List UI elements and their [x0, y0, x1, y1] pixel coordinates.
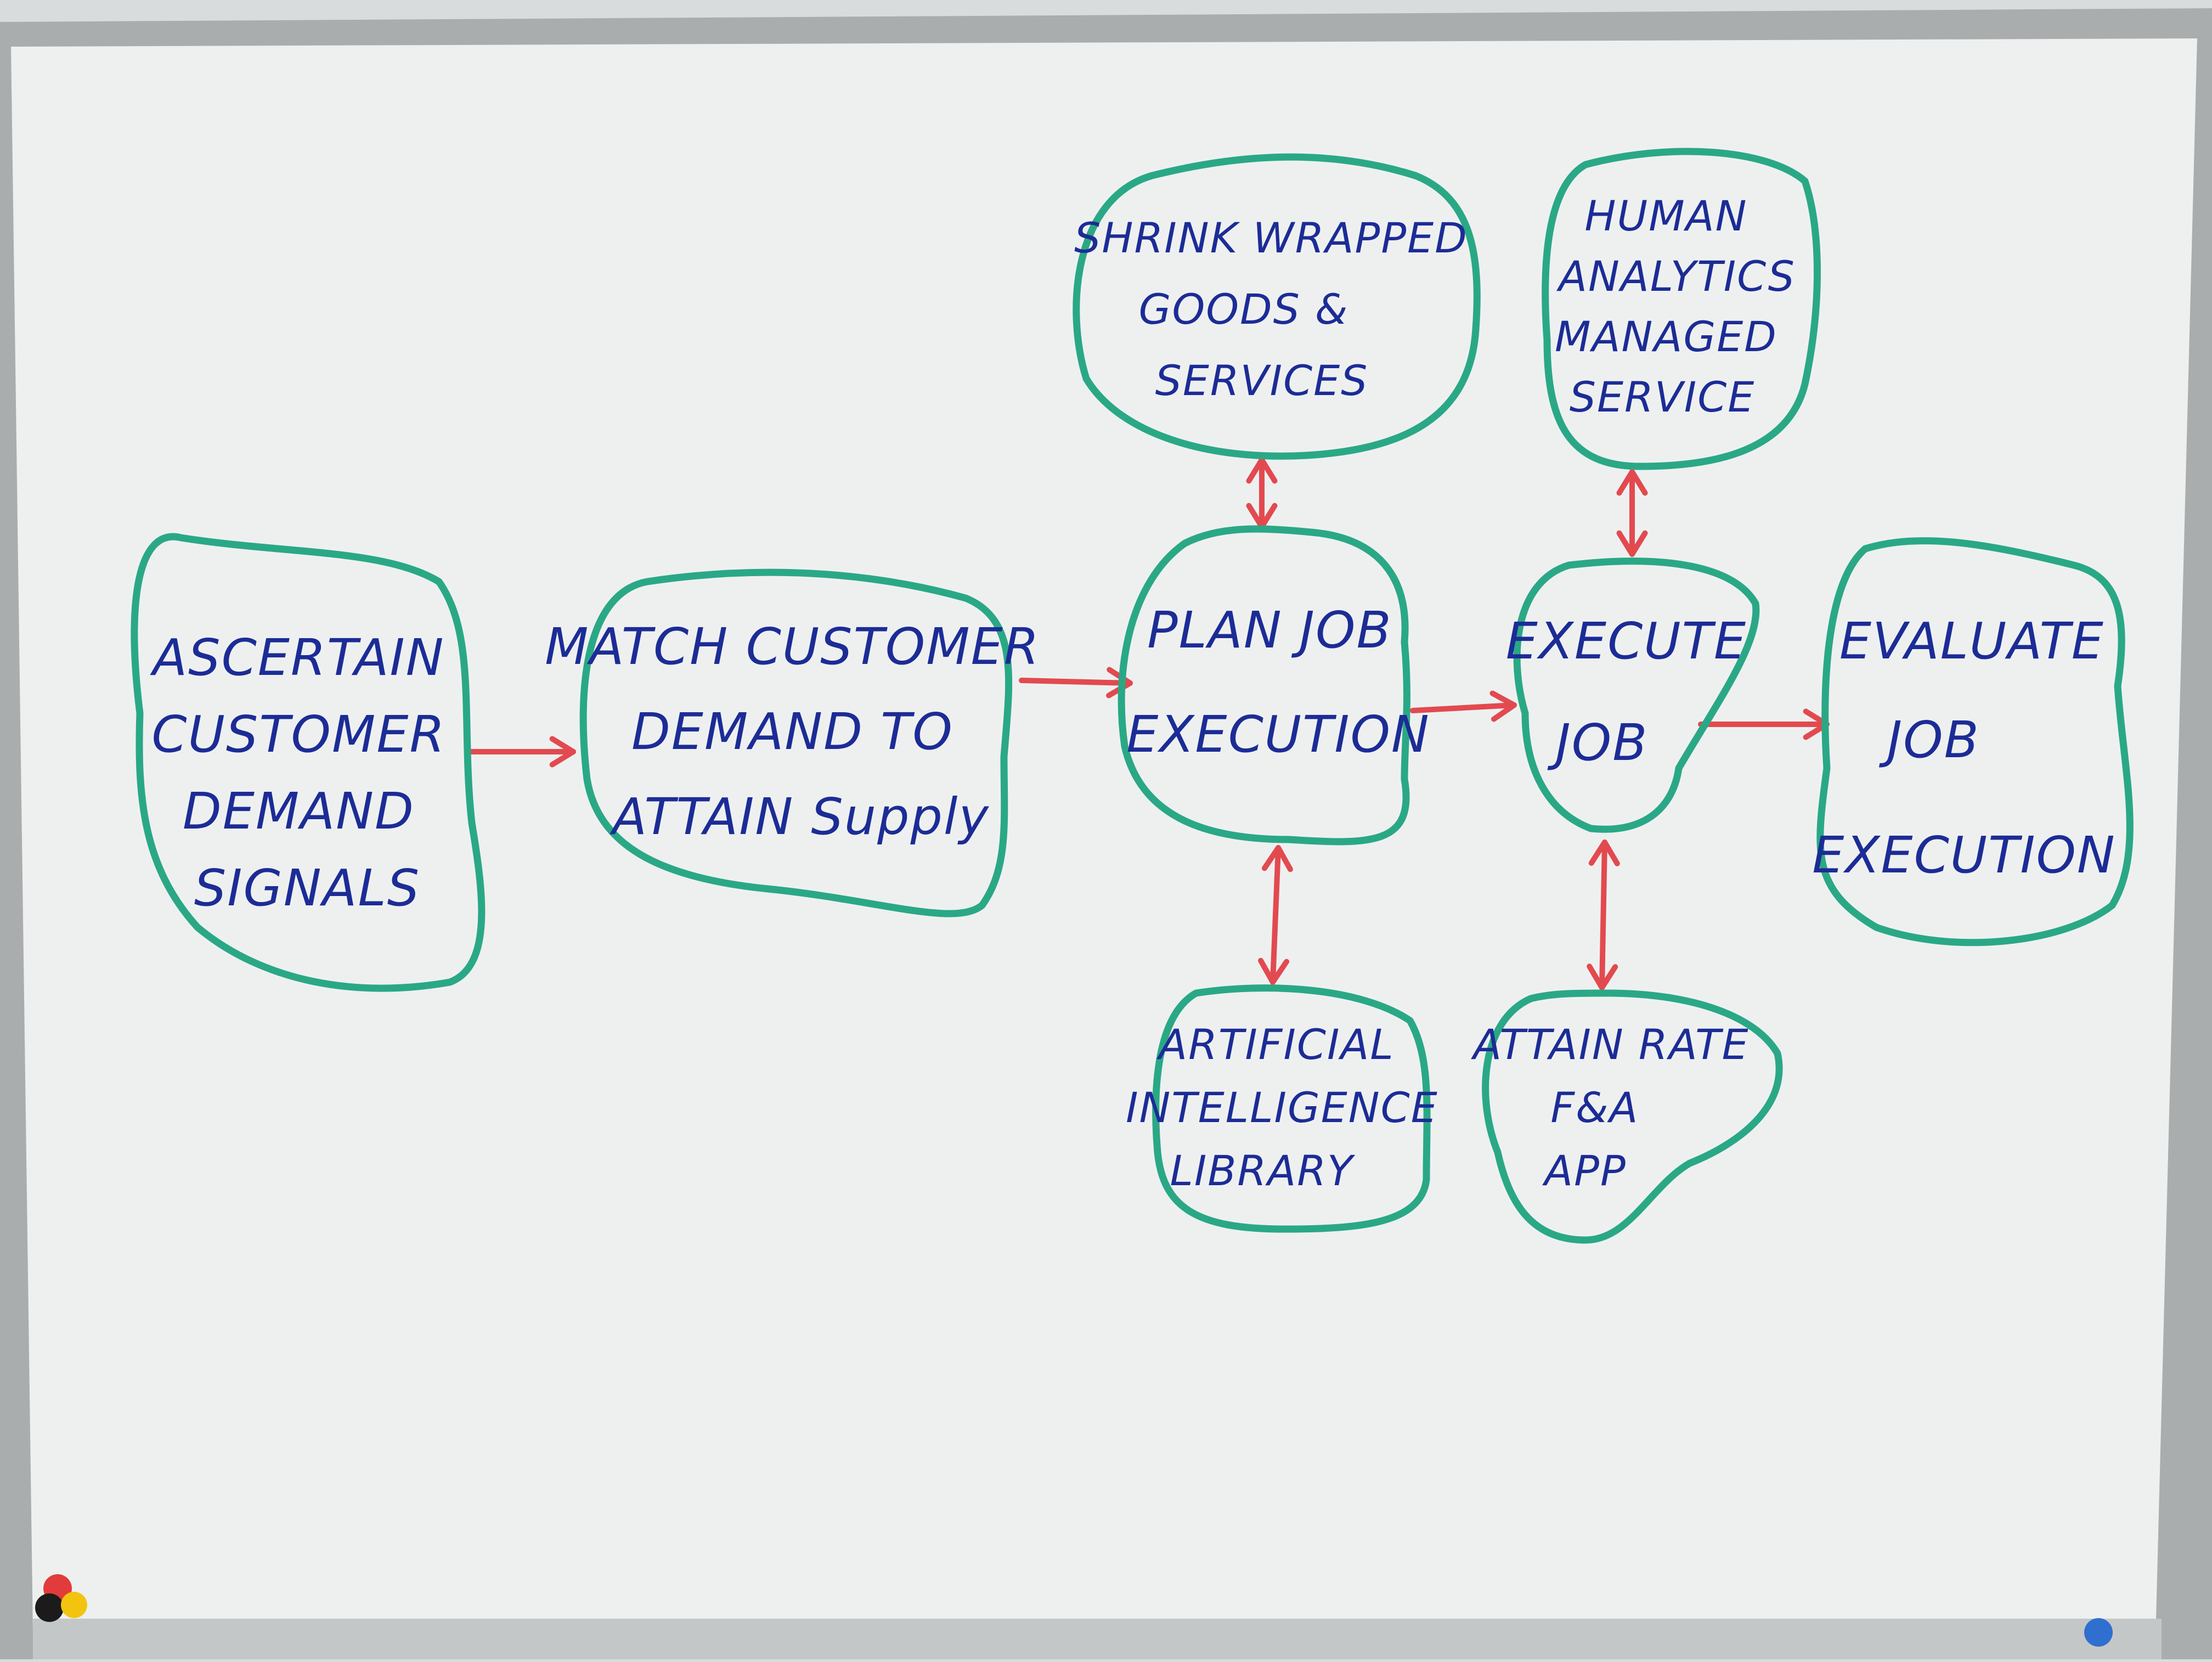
edge-execute-attain	[1599, 840, 1607, 990]
arrowhead-plan	[1106, 667, 1133, 698]
nodes-layer: ASCERTAIN CUSTOMER DEMAND SIGNALS MATCH …	[131, 148, 2134, 1244]
node-human-outline	[1542, 148, 1821, 470]
node-human: HUMAN ANALYTICS MANAGED SERVICE	[1542, 148, 1821, 470]
node-ascertain-outline	[131, 533, 486, 992]
node-ai-text: ARTIFICIAL INTELLIGENCE LIBRARY	[1126, 1020, 1453, 1195]
node-shrink-outline	[1073, 153, 1481, 460]
node-match-text: MATCH CUSTOMER DEMAND TO ATTAIN Supply	[545, 617, 1057, 846]
arrowhead-execute	[1616, 530, 1648, 557]
node-attain-outline	[1482, 989, 1783, 1244]
arrowhead-plan	[1261, 845, 1293, 872]
arrowhead-human	[1616, 469, 1648, 496]
node-evaluate-outline	[1816, 537, 2134, 947]
node-evaluate: EVALUATE JOB EXECUTION	[1812, 537, 2134, 947]
node-execute-text: EXECUTE JOB	[1506, 612, 1764, 772]
node-human-text: HUMAN ANALYTICS MANAGED SERVICE	[1555, 191, 1810, 421]
node-attain-text: ATTAIN RATE F&A APP	[1470, 1020, 1764, 1195]
node-shrink: SHRINK WRAPPED GOODS & SERVICES	[1073, 153, 1482, 460]
node-evaluate-text: EVALUATE JOB EXECUTION	[1812, 612, 2121, 884]
arrowhead-match	[549, 736, 576, 768]
magnets	[35, 1574, 2113, 1647]
node-ascertain: ASCERTAIN CUSTOMER DEMAND SIGNALS	[131, 533, 486, 992]
magnet-yellow	[61, 1592, 87, 1618]
edge-match-plan	[1019, 678, 1133, 686]
node-execute-outline	[1513, 557, 1760, 833]
node-match-outline	[579, 568, 1013, 917]
node-shrink-text: SHRINK WRAPPED GOODS & SERVICES	[1074, 213, 1482, 405]
node-ascertain-text: ASCERTAIN CUSTOMER DEMAND SIGNALS	[150, 628, 462, 917]
edge-plan-execute	[1410, 702, 1517, 713]
node-attain: ATTAIN RATE F&A APP	[1470, 989, 1783, 1244]
edge-plan-ai	[1270, 845, 1281, 985]
node-execute: EXECUTE JOB	[1506, 557, 1764, 833]
whiteboard-surface	[11, 38, 2197, 1632]
node-ai-outline	[1152, 984, 1431, 1233]
node-plan-outline	[1118, 525, 1410, 846]
node-plan-text: PLAN JOB EXECUTION	[1126, 601, 1430, 764]
magnet-blue	[2084, 1618, 2113, 1647]
arrowhead-ai	[1258, 957, 1290, 985]
node-ai: ARTIFICIAL INTELLIGENCE LIBRARY	[1126, 984, 1453, 1233]
node-match: MATCH CUSTOMER DEMAND TO ATTAIN Supply	[545, 568, 1057, 917]
magnet-black	[35, 1593, 64, 1622]
node-plan: PLAN JOB EXECUTION	[1118, 525, 1430, 846]
marker-tray	[33, 1619, 2162, 1659]
arrowhead-attain	[1587, 964, 1618, 990]
arrowhead-execute	[1489, 690, 1517, 722]
arrowhead-shrink	[1246, 457, 1278, 484]
arrowhead-execute	[1588, 840, 1620, 866]
